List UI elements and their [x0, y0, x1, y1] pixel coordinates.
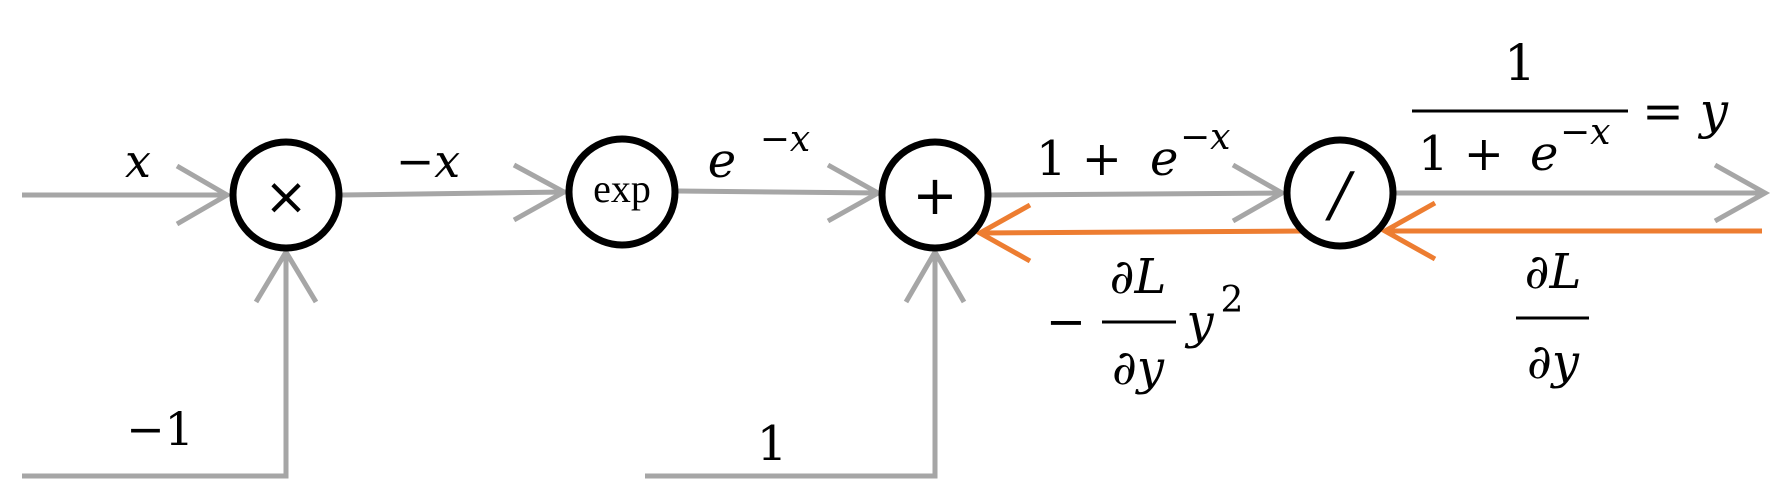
- label-neg-one: −1: [126, 402, 194, 456]
- label-exp-output: e −x: [708, 119, 810, 189]
- arrowhead-output: [1713, 162, 1771, 224]
- label-upstream-gradient: ∂L ∂y: [1516, 244, 1589, 390]
- node-divide: /: [1283, 136, 1397, 250]
- arrowhead-exp-to-add: [826, 162, 884, 224]
- svg-text:∂L: ∂L: [1525, 244, 1582, 300]
- add-symbol: +: [912, 164, 957, 227]
- svg-text:2: 2: [1221, 280, 1244, 321]
- arrowhead-neg-one-to-multiply: [253, 247, 319, 304]
- svg-text:e: e: [1530, 126, 1558, 182]
- label-one: 1: [757, 416, 788, 472]
- edge-multiply-to-exp: [340, 189, 567, 198]
- svg-text:e: e: [708, 133, 736, 189]
- backward-edges: [974, 200, 1762, 264]
- forward-edges: [22, 162, 1771, 479]
- arrowhead-add-to-divide: [1231, 162, 1288, 224]
- label-sum: 1 + e −x: [1036, 117, 1230, 187]
- node-exp: exp: [565, 135, 679, 249]
- svg-text:−x: −x: [760, 119, 810, 160]
- svg-text:∂L: ∂L: [1110, 249, 1167, 305]
- arrowhead-multiply-to-exp: [512, 162, 570, 223]
- node-multiply: ×: [229, 138, 343, 252]
- edge-exp-to-add: [677, 188, 881, 196]
- label-neg-x: −x: [396, 134, 461, 188]
- svg-text:y: y: [1184, 294, 1214, 350]
- edge-neg-one-to-multiply: [22, 250, 289, 479]
- gradient-arrowhead-divide: [1379, 200, 1437, 262]
- output-equals-y: = y: [1642, 82, 1729, 140]
- arrowhead-one-to-add: [903, 247, 967, 304]
- exp-symbol: exp: [593, 166, 651, 211]
- svg-text:−x: −x: [1560, 112, 1610, 153]
- edge-add-to-divide: [990, 190, 1284, 198]
- label-input-x: x: [125, 134, 151, 188]
- multiply-symbol: ×: [264, 167, 308, 227]
- svg-text:1 +: 1 +: [1036, 131, 1137, 187]
- arrowhead-x-to-multiply: [175, 163, 232, 227]
- edge-one-to-add: [645, 250, 938, 479]
- label-output-fraction: 1 1 + e −x = y: [1412, 34, 1729, 182]
- output-numerator: 1: [1504, 34, 1536, 92]
- gradient-arrowhead-add: [974, 202, 1032, 264]
- svg-text:∂y: ∂y: [1527, 334, 1580, 390]
- label-local-gradient: − ∂L ∂y y 2: [1046, 249, 1244, 396]
- svg-text:∂y: ∂y: [1112, 340, 1165, 396]
- svg-text:−: −: [1046, 294, 1086, 350]
- svg-text:−x: −x: [1180, 117, 1230, 158]
- node-add: +: [878, 138, 992, 252]
- svg-text:e: e: [1150, 131, 1178, 187]
- svg-text:1 +: 1 +: [1418, 126, 1519, 182]
- gradient-edge-divide-to-add: [979, 228, 1307, 236]
